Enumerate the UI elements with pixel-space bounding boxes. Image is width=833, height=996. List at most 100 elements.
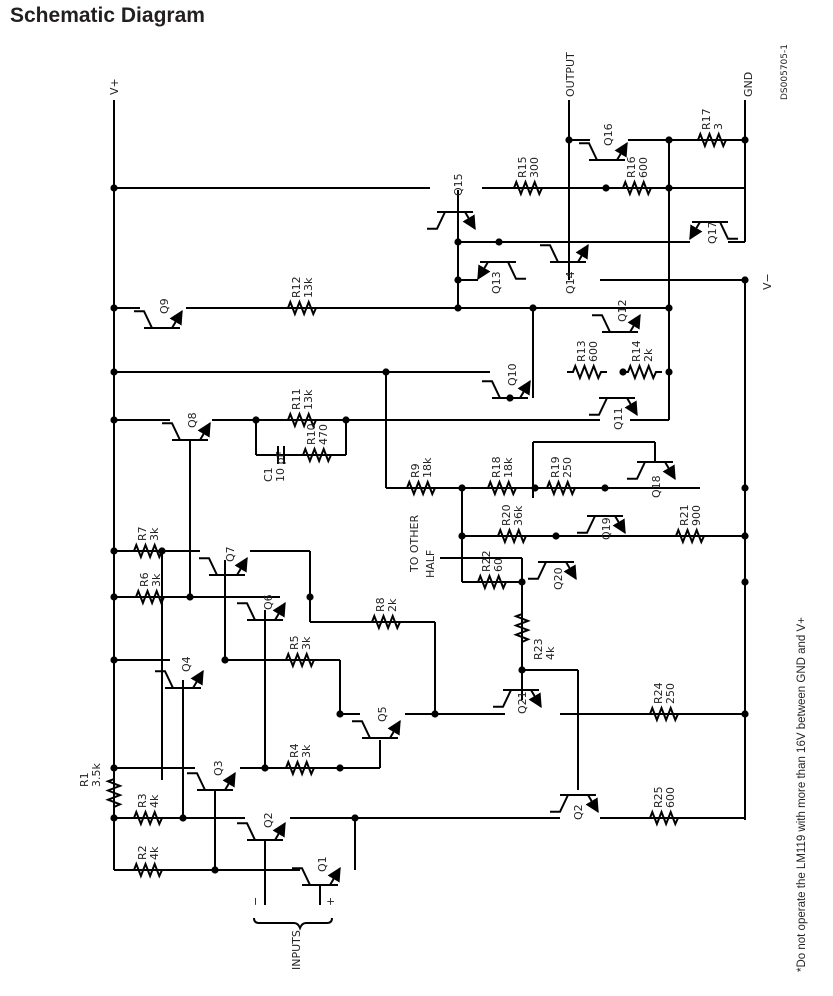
resistor-r4 — [280, 759, 320, 777]
label-r6: R63k — [138, 572, 163, 587]
label-q13: Q13 — [490, 271, 503, 294]
resistor-r8 — [366, 613, 406, 631]
emitter-arrow — [477, 261, 491, 281]
emitter-arrow — [327, 866, 341, 886]
label-r7: R73k — [136, 526, 161, 541]
resistor-r9 — [401, 479, 441, 497]
junction-dot — [506, 394, 514, 402]
label-q5: Q5 — [376, 706, 389, 722]
collector-lead — [427, 211, 446, 230]
junction-dot — [110, 814, 118, 822]
emitter-arrow — [272, 601, 286, 621]
junction-dot — [110, 304, 118, 312]
label-r1: R13.5k — [78, 763, 103, 787]
resistor-r18 — [482, 479, 522, 497]
inputs-brace — [253, 917, 333, 931]
components — [105, 131, 738, 886]
label-r4: R43k — [288, 743, 313, 758]
junction-dot — [454, 276, 462, 284]
junction-dot — [110, 656, 118, 664]
junction-dot — [665, 184, 673, 192]
resistor-r17 — [692, 131, 732, 149]
emitter-arrow — [234, 556, 248, 576]
label-r20: R2036k — [500, 504, 525, 526]
label-q12: Q12 — [616, 299, 629, 322]
label-q17: Q17 — [706, 221, 719, 244]
emitter-arrow — [190, 669, 204, 689]
collector-lead — [589, 397, 608, 416]
label-r9: R918k — [409, 457, 434, 478]
junction-dot — [601, 484, 609, 492]
label-r19: R19250 — [549, 456, 574, 478]
collector-lead — [592, 314, 611, 333]
resistor-r20 — [492, 527, 532, 545]
emitter-arrow — [627, 313, 641, 333]
label-r25: R25600 — [652, 786, 677, 808]
label-q1: Q1 — [316, 856, 329, 872]
label-r18: R1818k — [490, 456, 515, 478]
collector-lead — [199, 557, 218, 576]
emitter-arrow — [624, 397, 638, 417]
junction-dot — [665, 136, 673, 144]
label-r14: R142k — [630, 340, 655, 362]
junction-dot — [565, 136, 573, 144]
label-r21: R21900 — [678, 504, 703, 526]
page-title: Schematic Diagram — [10, 4, 205, 27]
label-q20: Q20 — [552, 567, 565, 590]
junction-dot — [382, 368, 390, 376]
junction-dot — [252, 416, 260, 424]
junction-dot — [518, 666, 526, 674]
collector-lead — [627, 461, 646, 480]
collector-lead — [155, 670, 174, 689]
label-r8: R82k — [374, 597, 399, 612]
emitter-arrow — [585, 794, 599, 814]
junction-dot — [531, 484, 539, 492]
input-minus-label: − — [249, 897, 262, 906]
label-q11: Q11 — [612, 407, 625, 430]
junction-dot — [431, 710, 439, 718]
collector-lead — [482, 380, 501, 399]
resistor-r13 — [567, 363, 607, 381]
junction-dot — [529, 304, 537, 312]
collector-lead — [719, 221, 738, 240]
junction-dot — [518, 578, 526, 586]
resistor-r22 — [472, 573, 512, 591]
label-q21: Q21 — [516, 691, 529, 714]
label-q16: Q16 — [602, 123, 615, 146]
collector-lead — [540, 244, 559, 263]
junction-dot — [741, 276, 749, 284]
resistor-r5 — [280, 651, 320, 669]
junction-dot — [261, 764, 269, 772]
collector-lead — [507, 261, 526, 280]
junction-dot — [110, 593, 118, 601]
emitter-arrow — [387, 719, 401, 739]
label-r16: R16600 — [625, 156, 650, 178]
emitter-arrow — [222, 771, 236, 791]
emitter-arrow — [517, 379, 531, 399]
label-r17: R173 — [700, 108, 725, 130]
junction-dot — [186, 593, 194, 601]
collector-lead — [550, 794, 569, 813]
junction-dot — [336, 710, 344, 718]
junction-dot — [552, 532, 560, 540]
emitter-arrow — [575, 243, 589, 263]
collector-lead — [162, 422, 181, 441]
emitter-arrow — [197, 421, 211, 441]
junction-dot — [741, 532, 749, 540]
collector-lead — [187, 772, 206, 791]
junction-dot — [110, 416, 118, 424]
resistor-r12 — [282, 299, 322, 317]
junction-dot — [179, 814, 187, 822]
output-label: OUTPUT — [564, 52, 577, 97]
gnd-label: GND — [742, 72, 755, 97]
label-q19: Q19 — [600, 517, 613, 540]
resistor-r24 — [644, 705, 684, 723]
emitter-arrow — [689, 221, 703, 241]
label-r23: R234k — [532, 638, 557, 660]
resistor-r11 — [282, 411, 322, 429]
label-q9: Q9 — [158, 298, 171, 314]
label-r5: R53k — [288, 635, 313, 650]
label-q4: Q4 — [180, 656, 193, 672]
collector-lead — [292, 867, 311, 886]
